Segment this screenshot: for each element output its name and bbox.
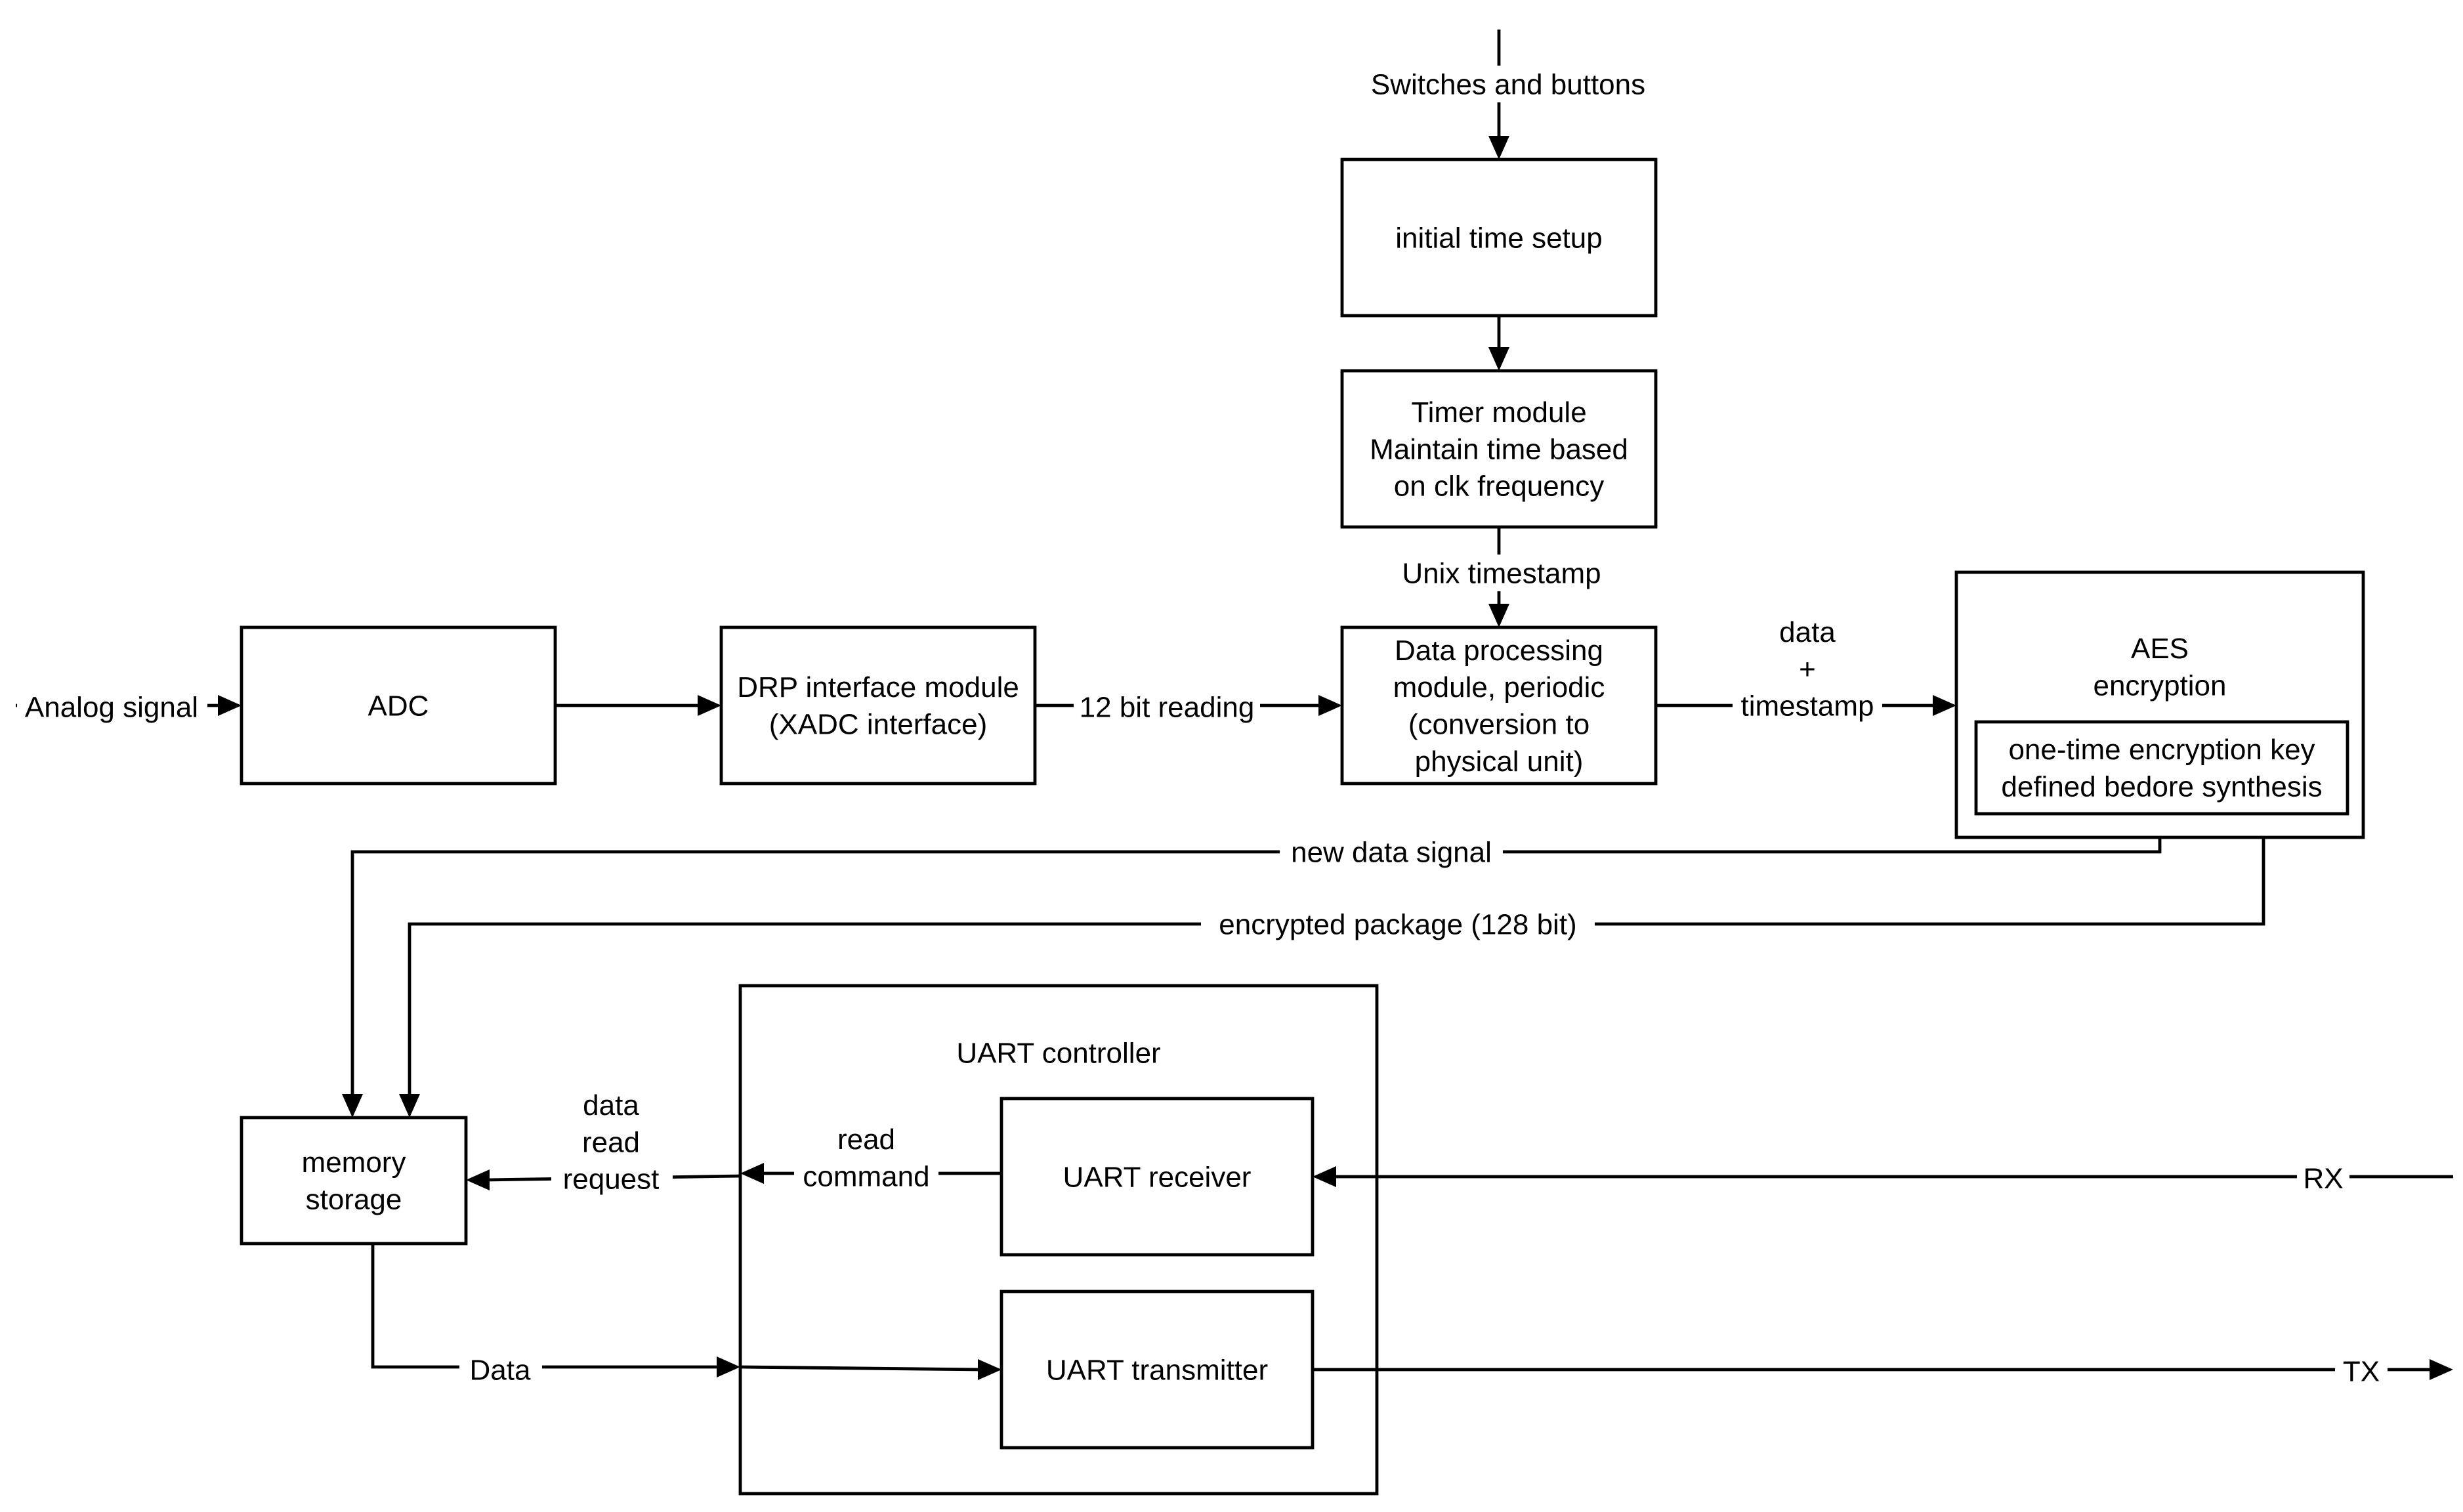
data-label: Data xyxy=(470,1354,531,1386)
aes-encryption-block[interactable]: AES encryption one-time encryption key def… xyxy=(1954,570,2365,839)
data-label-line: Data xyxy=(470,1354,531,1386)
data-read-request-arrow: data read request xyxy=(466,1089,741,1238)
read-command-label-line: command xyxy=(803,1161,929,1193)
encryption-key-text-line: one-time encryption key xyxy=(2008,734,2315,766)
memory-storage-block[interactable]: memory storage xyxy=(240,1116,468,1246)
drp-interface-text: DRP interface module (XADC interface) xyxy=(737,671,1019,740)
encryption-key-text-line: defined bedore synthesis xyxy=(2001,771,2322,803)
data-processing-text-line: module, periodic xyxy=(1393,671,1605,704)
unix-timestamp-arrow: Unix timestamp xyxy=(1386,527,1617,627)
switches-and-buttons-label-line: Switches and buttons xyxy=(1371,68,1645,100)
initial-time-setup-text: initial time setup xyxy=(1395,222,1602,254)
memory-storage-text-line: storage xyxy=(306,1184,402,1216)
twelve-bit-reading-arrow: 12 bit reading xyxy=(1035,687,1342,724)
switches-and-buttons-label: Switches and buttons xyxy=(1371,68,1645,100)
data-processing-text-line: physical unit) xyxy=(1415,746,1584,778)
memory-storage-text-line: memory xyxy=(302,1146,406,1179)
read-command-label: read command xyxy=(803,1124,929,1192)
rx-arrow: RX xyxy=(1313,1158,2453,1195)
encrypted-package-arrow: encrypted package (128 bit) xyxy=(399,837,2265,1118)
data-processing-text-line: Data processing xyxy=(1395,635,1603,667)
timer-module-text-line: Timer module xyxy=(1411,396,1586,429)
tx-label: TX xyxy=(2343,1355,2380,1387)
twelve-bit-reading-label: 12 bit reading xyxy=(1080,691,1255,723)
encryption-key-block: one-time encryption key defined bedore sy… xyxy=(1974,720,2349,816)
data-arrow: Data xyxy=(371,1244,740,1387)
uart-receiver-text: UART receiver xyxy=(1063,1161,1252,1193)
drp-interface-block[interactable]: DRP interface module (XADC interface) xyxy=(719,625,1037,786)
encrypted-package-label: encrypted package (128 bit) xyxy=(1219,908,1576,940)
aes-encryption-text: AES encryption xyxy=(2093,633,2226,702)
adc-to-drp-arrow xyxy=(555,695,721,716)
uart-receiver-block[interactable]: UART receiver xyxy=(1000,1097,1315,1257)
time-setup-to-timer-arrow xyxy=(1488,316,1509,371)
encryption-key-text: one-time encryption key defined bedore sy… xyxy=(2001,734,2322,803)
uart-transmitter-text: UART transmitter xyxy=(1046,1354,1268,1386)
analog-signal-label: Analog signal xyxy=(25,691,198,723)
rx-label-line: RX xyxy=(2303,1162,2343,1194)
controller-to-transmitter-arrow xyxy=(740,1359,1001,1380)
drp-interface-text-line: DRP interface module xyxy=(737,671,1019,704)
data-processing-block[interactable]: Data processing module, periodic (conversi… xyxy=(1340,625,1658,786)
tx-arrow: TX xyxy=(1313,1351,2453,1388)
data-timestamp-label: data + timestamp xyxy=(1741,616,1874,723)
analog-signal-arrow: Analog signal xyxy=(16,687,242,724)
adc-text-line: ADC xyxy=(368,690,429,722)
read-command-arrow: read command xyxy=(740,1124,1001,1217)
aes-encryption-text-line: AES xyxy=(2131,633,2189,665)
timer-module-text-line: Maintain time based xyxy=(1370,433,1628,465)
aes-encryption-text-line: encryption xyxy=(2093,670,2226,702)
unix-timestamp-label-line: Unix timestamp xyxy=(1402,557,1601,589)
tx-label-line: TX xyxy=(2343,1355,2380,1387)
drp-interface-text-line: (XADC interface) xyxy=(769,709,988,741)
data-timestamp-label-line: + xyxy=(1799,653,1816,685)
memory-storage-text: memory storage xyxy=(302,1146,406,1215)
uart-transmitter-block[interactable]: UART transmitter xyxy=(1000,1290,1315,1450)
data-processing-text-line: (conversion to xyxy=(1408,709,1589,741)
switches-to-time-setup-arrow: Switches and buttons xyxy=(1357,30,1654,159)
data-read-request-label-line: request xyxy=(563,1164,660,1196)
initial-time-setup-text-line: initial time setup xyxy=(1395,222,1602,254)
uart-controller-text: UART controller xyxy=(956,1037,1160,1069)
timer-module-text-line: on clk frequency xyxy=(1394,471,1604,503)
data-processing-text: Data processing module, periodic (conversi… xyxy=(1393,635,1605,778)
uart-receiver-text-line: UART receiver xyxy=(1063,1161,1252,1193)
unix-timestamp-label: Unix timestamp xyxy=(1402,557,1601,589)
new-data-signal-label: new data signal xyxy=(1291,836,1492,868)
adc-text: ADC xyxy=(368,690,429,722)
twelve-bit-reading-label-line: 12 bit reading xyxy=(1080,691,1255,723)
read-command-label-line: read xyxy=(837,1124,895,1156)
data-timestamp-label-line: data xyxy=(1779,616,1836,648)
new-data-signal-label-line: new data signal xyxy=(1291,836,1492,868)
data-timestamp-label-line: timestamp xyxy=(1741,690,1874,723)
data-read-request-label: data read request xyxy=(563,1089,660,1196)
new-data-signal-arrow: new data signal xyxy=(342,833,2162,1118)
uart-controller-text-line: UART controller xyxy=(956,1037,1160,1069)
encrypted-package-label-line: encrypted package (128 bit) xyxy=(1219,908,1576,940)
uart-transmitter-text-line: UART transmitter xyxy=(1046,1354,1268,1386)
data-read-request-label-line: data xyxy=(583,1089,639,1122)
rx-label: RX xyxy=(2303,1162,2343,1194)
adc-block[interactable]: ADC xyxy=(240,625,557,786)
analog-signal-label-line: Analog signal xyxy=(25,691,198,723)
data-read-request-label-line: read xyxy=(582,1126,640,1158)
data-timestamp-arrow: data + timestamp xyxy=(1656,616,1956,765)
initial-time-setup-block[interactable]: initial time setup xyxy=(1340,158,1658,318)
